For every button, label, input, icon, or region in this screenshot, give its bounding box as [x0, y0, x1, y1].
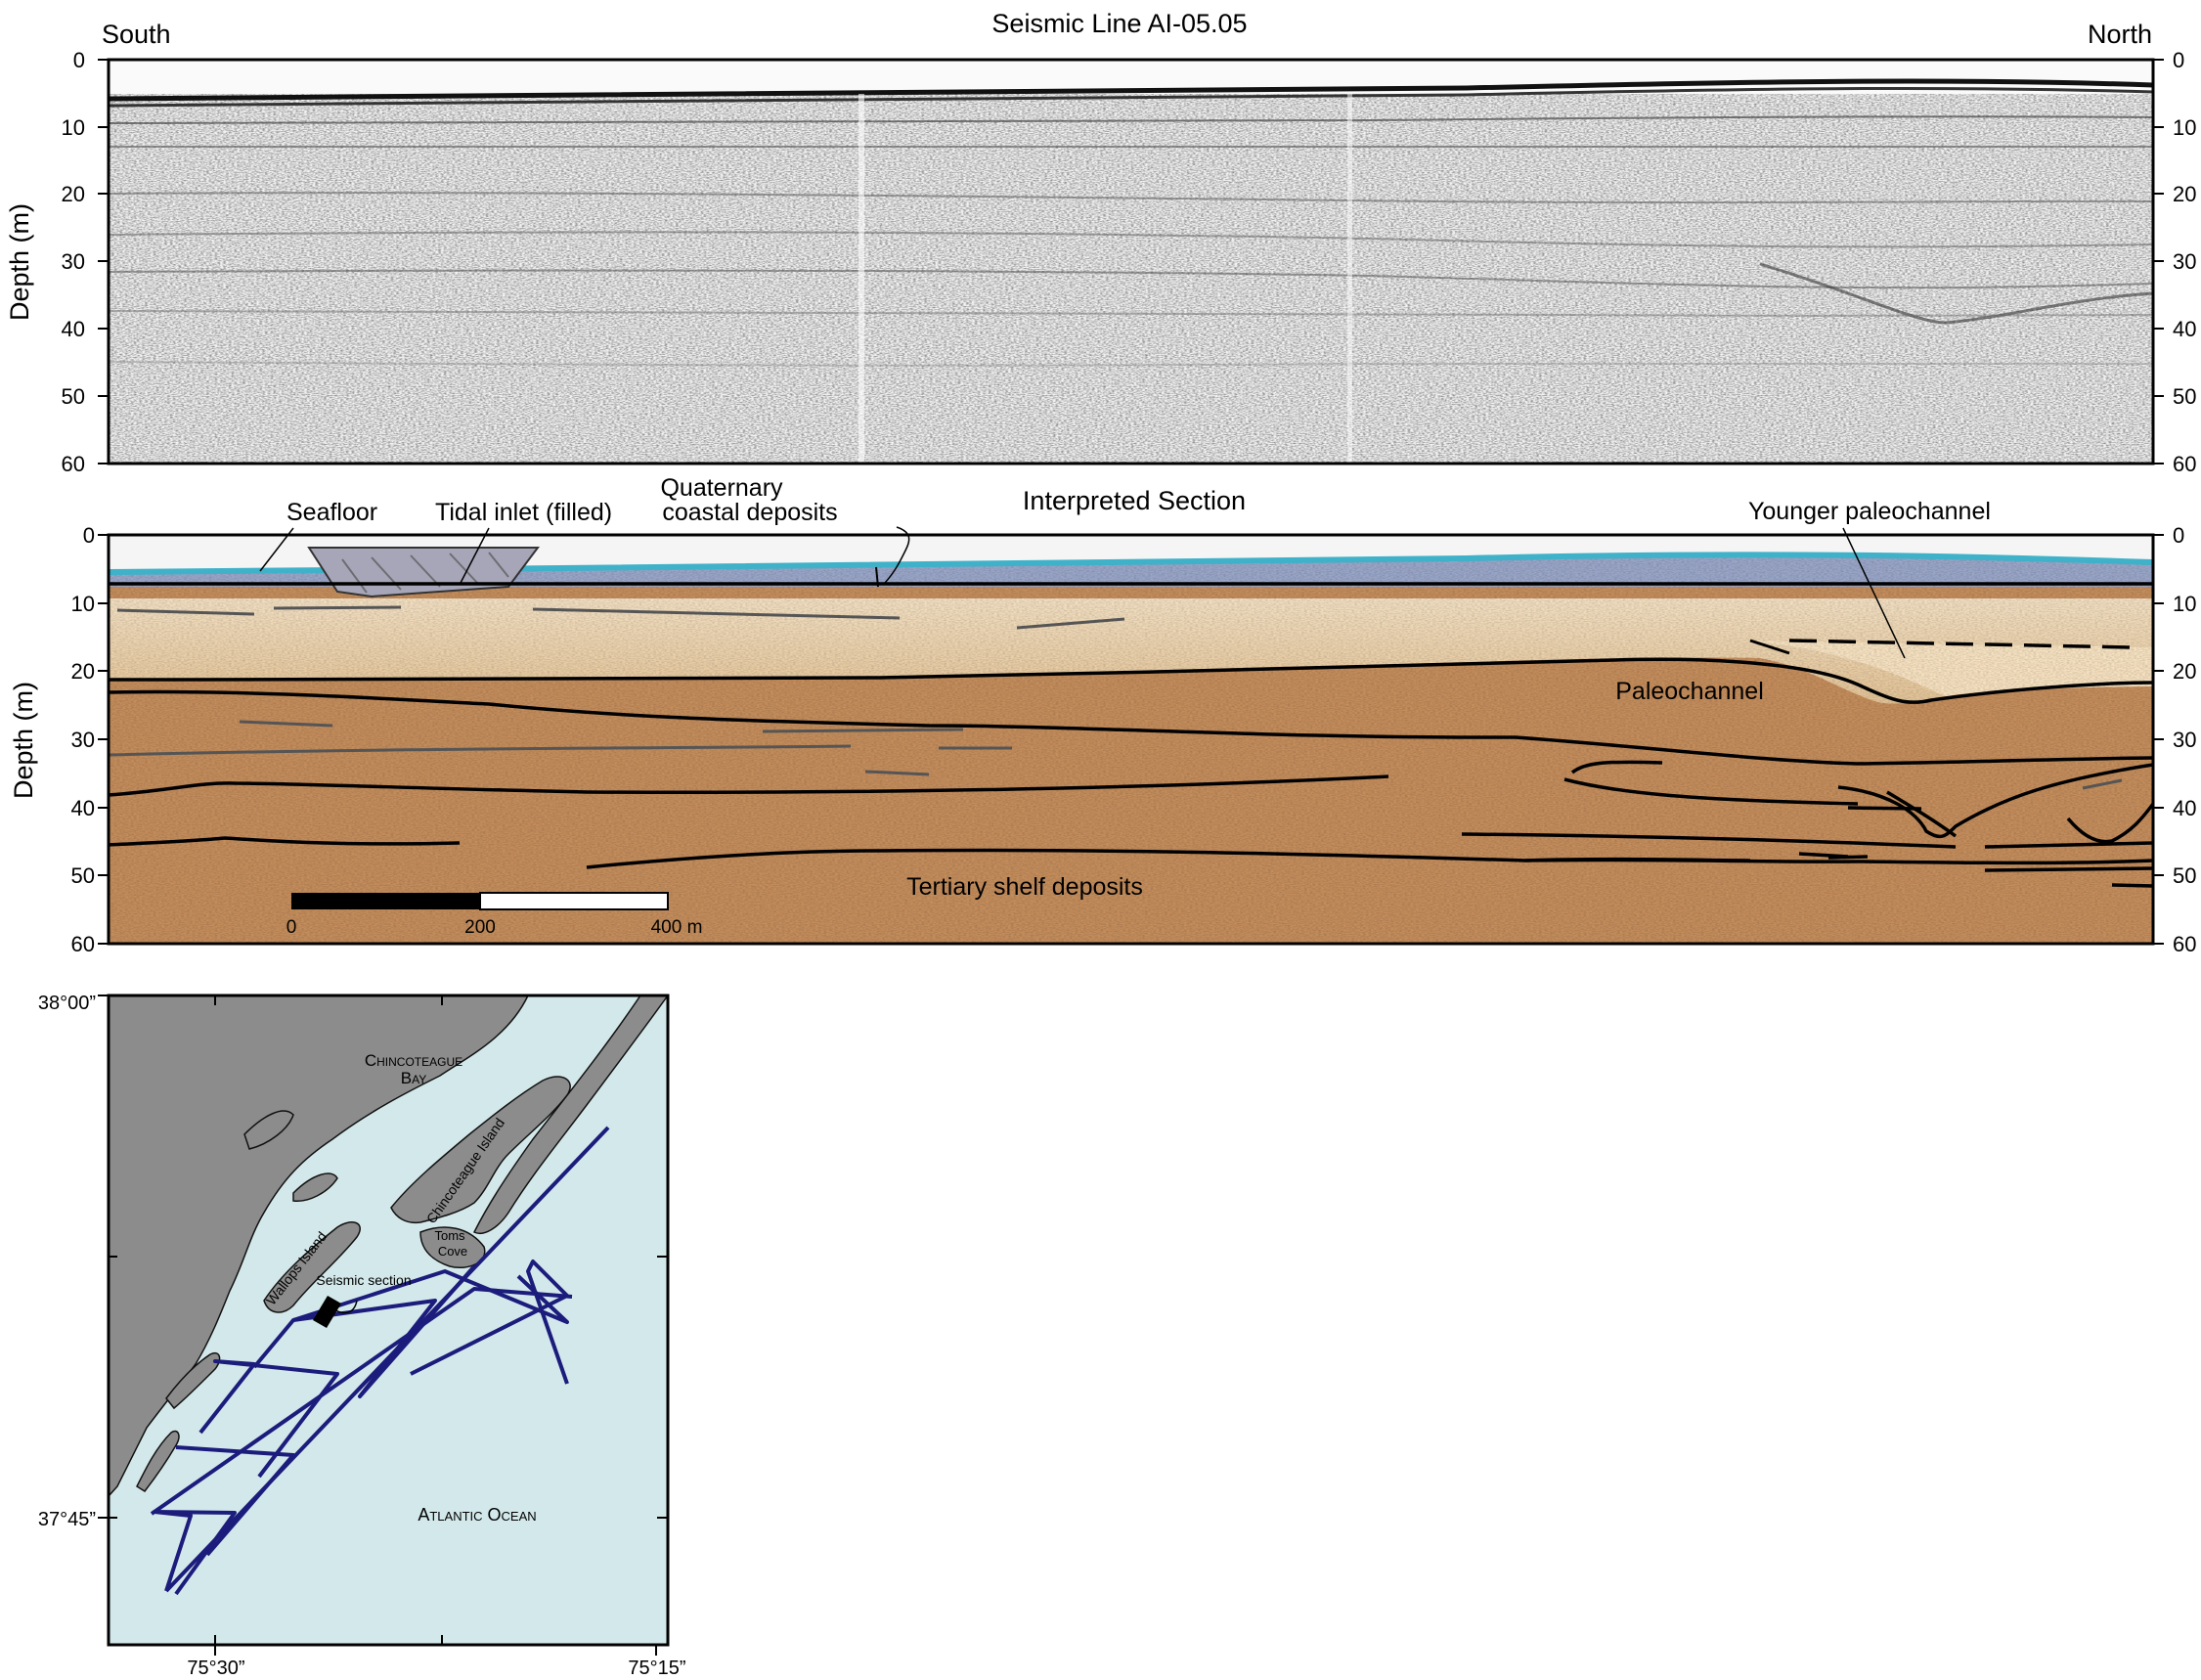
- raw-left-tick-0: 0: [73, 48, 85, 72]
- raw-left-tick-10: 10: [62, 115, 85, 140]
- north-label: North: [2088, 20, 2152, 49]
- atlantic-ocean-label: Atlantic Ocean: [418, 1505, 536, 1525]
- raw-panel-title: Seismic Line AI-05.05: [991, 9, 1247, 38]
- seismic-section-label: Seismic section: [316, 1272, 411, 1288]
- south-label: South: [102, 20, 171, 49]
- raw-right-tick-50: 50: [2173, 384, 2196, 409]
- paleochannel-label: Paleochannel: [1615, 678, 1764, 705]
- raw-seismic-image: [109, 60, 2153, 464]
- int-left-tick-50: 50: [71, 863, 95, 888]
- interpreted-depth-axis-label: Depth (m): [9, 682, 38, 799]
- int-left-tick-40: 40: [71, 796, 95, 820]
- int-right-tick-10: 10: [2173, 592, 2196, 616]
- scale-bar-tick-0: 0: [286, 917, 297, 938]
- int-left-tick-30: 30: [71, 728, 95, 752]
- chincoteague-island-shape: [390, 1076, 571, 1224]
- int-right-tick-60: 60: [2173, 932, 2196, 956]
- seismic-section-marker: [313, 1296, 341, 1328]
- survey-tracklines: [150, 1126, 610, 1596]
- raw-right-tick-40: 40: [2173, 317, 2196, 341]
- interpreted-section-panel: Interpreted Section: [9, 474, 2196, 956]
- quaternary-label-line2: coastal deposits: [662, 499, 837, 526]
- mainland: [109, 995, 529, 1498]
- interpreted-section-image: [109, 535, 2153, 944]
- lat-label-top: 38°00”: [38, 993, 96, 1014]
- raw-left-depth-axis: 0 10 20 30 40 50 60 Depth (m): [5, 48, 109, 476]
- quaternary-label-line1: Quaternary: [660, 474, 783, 502]
- int-right-tick-30: 30: [2173, 728, 2196, 752]
- scale-bar-tick-200: 200: [464, 917, 496, 938]
- raw-right-tick-10: 10: [2173, 115, 2196, 140]
- raw-left-tick-30: 30: [62, 249, 85, 274]
- assateague-spit: [472, 995, 668, 1234]
- interpreted-panel-title: Interpreted Section: [1023, 486, 1246, 515]
- interpreted-right-depth-axis: 0 10 20 30 40 50 60: [2153, 523, 2196, 956]
- tertiary-label: Tertiary shelf deposits: [906, 873, 1143, 901]
- map-frame: [107, 994, 670, 1647]
- younger-paleochannel-label: Younger paleochannel: [1748, 498, 1991, 525]
- raw-right-tick-60: 60: [2173, 452, 2196, 476]
- chincoteague-bay-label-1: Chincoteague: [365, 1051, 462, 1070]
- int-right-tick-50: 50: [2173, 863, 2196, 888]
- int-right-tick-20: 20: [2173, 659, 2196, 684]
- raw-right-tick-30: 30: [2173, 249, 2196, 274]
- raw-right-depth-axis: 0 10 20 30 40 50 60: [2153, 48, 2196, 476]
- raw-seismic-panel: Seismic Line AI-05.05 South North: [5, 9, 2196, 476]
- raw-left-tick-60: 60: [62, 452, 85, 476]
- chincoteague-bay-label-2: Bay: [401, 1069, 426, 1087]
- toms-cove-label-2: Cove: [438, 1244, 467, 1259]
- int-left-tick-60: 60: [71, 932, 95, 956]
- int-left-tick-0: 0: [83, 523, 95, 548]
- int-left-tick-10: 10: [71, 592, 95, 616]
- raw-right-tick-0: 0: [2173, 48, 2184, 72]
- lon-label-right: 75°15”: [628, 1658, 685, 1679]
- scale-bar: 0 200 400 m: [286, 892, 703, 938]
- interpreted-left-depth-axis: 0 10 20 30 40 50 60 Depth (m): [9, 523, 109, 956]
- scale-bar-tick-400: 400 m: [651, 917, 703, 938]
- raw-left-tick-50: 50: [62, 384, 85, 409]
- int-right-tick-40: 40: [2173, 796, 2196, 820]
- tidal-inlet-label: Tidal inlet (filled): [435, 499, 612, 526]
- raw-left-tick-40: 40: [62, 317, 85, 341]
- lon-label-left: 75°30”: [187, 1658, 244, 1679]
- raw-right-tick-20: 20: [2173, 182, 2196, 206]
- int-left-tick-20: 20: [71, 659, 95, 684]
- location-map: Chincoteague Bay Chincoteague Island Tom…: [38, 993, 686, 1679]
- seafloor-label: Seafloor: [286, 499, 377, 526]
- toms-cove-label-1: Toms: [434, 1228, 465, 1243]
- wallops-island-shape: [263, 1221, 361, 1313]
- int-right-tick-0: 0: [2173, 523, 2184, 548]
- raw-depth-axis-label: Depth (m): [5, 203, 34, 321]
- raw-left-tick-20: 20: [62, 182, 85, 206]
- lat-label-bottom: 37°45”: [38, 1509, 96, 1530]
